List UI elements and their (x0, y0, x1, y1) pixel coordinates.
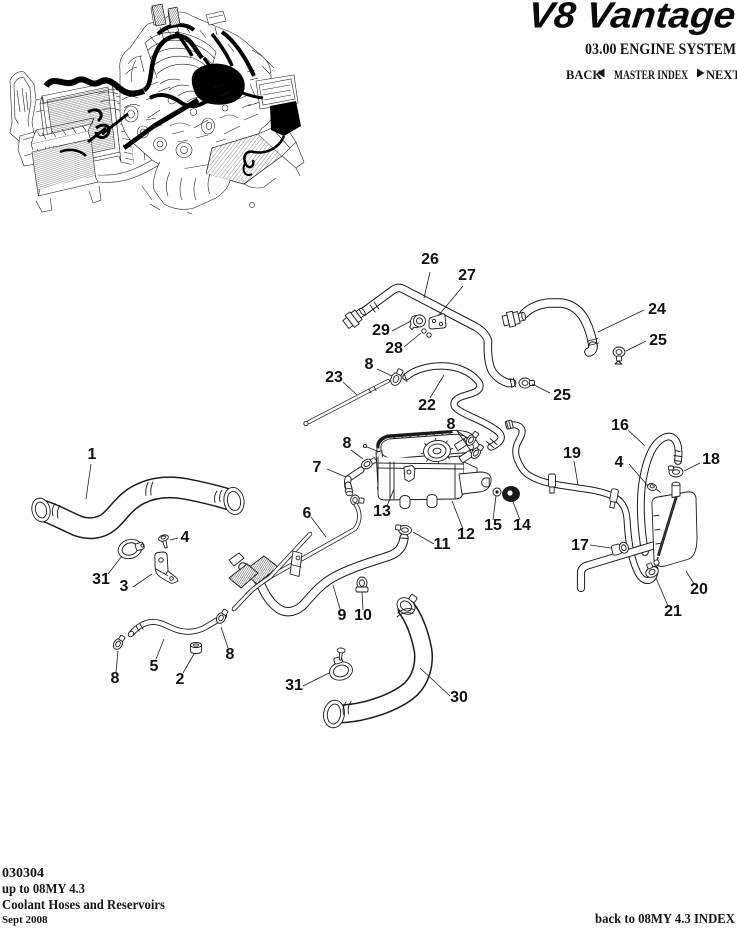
svg-text:11: 11 (434, 536, 451, 553)
svg-text:31: 31 (285, 677, 303, 694)
svg-text:NEXT: NEXT (706, 68, 737, 82)
svg-text:4: 4 (181, 529, 190, 546)
svg-text:1: 1 (88, 446, 97, 463)
svg-text:13: 13 (373, 503, 391, 520)
svg-text:8: 8 (447, 416, 456, 433)
svg-text:17: 17 (571, 537, 589, 554)
svg-text:29: 29 (372, 322, 390, 339)
svg-text:Sept 2008: Sept 2008 (2, 914, 48, 926)
svg-text:3: 3 (120, 578, 129, 595)
svg-text:up to 08MY 4.3: up to 08MY 4.3 (2, 882, 85, 897)
svg-text:23: 23 (325, 369, 343, 386)
svg-text:5: 5 (150, 658, 159, 675)
svg-text:20: 20 (690, 581, 708, 598)
svg-text:Coolant Hoses and Reservoirs: Coolant Hoses and Reservoirs (2, 898, 165, 913)
svg-text:18: 18 (702, 451, 720, 468)
svg-text:25: 25 (553, 387, 571, 404)
svg-text:7: 7 (313, 459, 322, 476)
svg-text:V8 Vantage: V8 Vantage (526, 0, 737, 35)
svg-text:30: 30 (450, 689, 468, 706)
svg-text:14: 14 (513, 517, 531, 534)
svg-text:28: 28 (385, 340, 403, 357)
svg-text:19: 19 (563, 445, 581, 462)
svg-text:8: 8 (365, 356, 374, 373)
svg-text:8: 8 (226, 646, 235, 663)
svg-text:BACK: BACK (566, 68, 602, 82)
svg-text:6: 6 (303, 505, 312, 522)
svg-text:12: 12 (457, 526, 475, 543)
svg-text:10: 10 (354, 607, 372, 624)
svg-text:31: 31 (92, 571, 110, 588)
svg-text:27: 27 (458, 267, 476, 284)
svg-text:030304: 030304 (2, 866, 44, 881)
svg-text:8: 8 (111, 670, 120, 687)
svg-text:03.00 ENGINE SYSTEM: 03.00 ENGINE SYSTEM (585, 41, 736, 58)
svg-text:2: 2 (176, 671, 185, 688)
svg-text:back to 08MY 4.3 INDEX: back to 08MY 4.3 INDEX (595, 912, 735, 927)
svg-text:25: 25 (649, 332, 667, 349)
svg-text:4: 4 (615, 454, 624, 471)
svg-text:9: 9 (338, 607, 347, 624)
svg-text:21: 21 (664, 603, 682, 620)
svg-text:26: 26 (421, 251, 439, 268)
svg-text:22: 22 (418, 397, 436, 414)
svg-text:15: 15 (484, 517, 502, 534)
svg-text:MASTER INDEX: MASTER INDEX (614, 68, 688, 82)
svg-text:8: 8 (343, 435, 352, 452)
svg-text:24: 24 (648, 301, 666, 318)
svg-text:16: 16 (611, 417, 629, 434)
